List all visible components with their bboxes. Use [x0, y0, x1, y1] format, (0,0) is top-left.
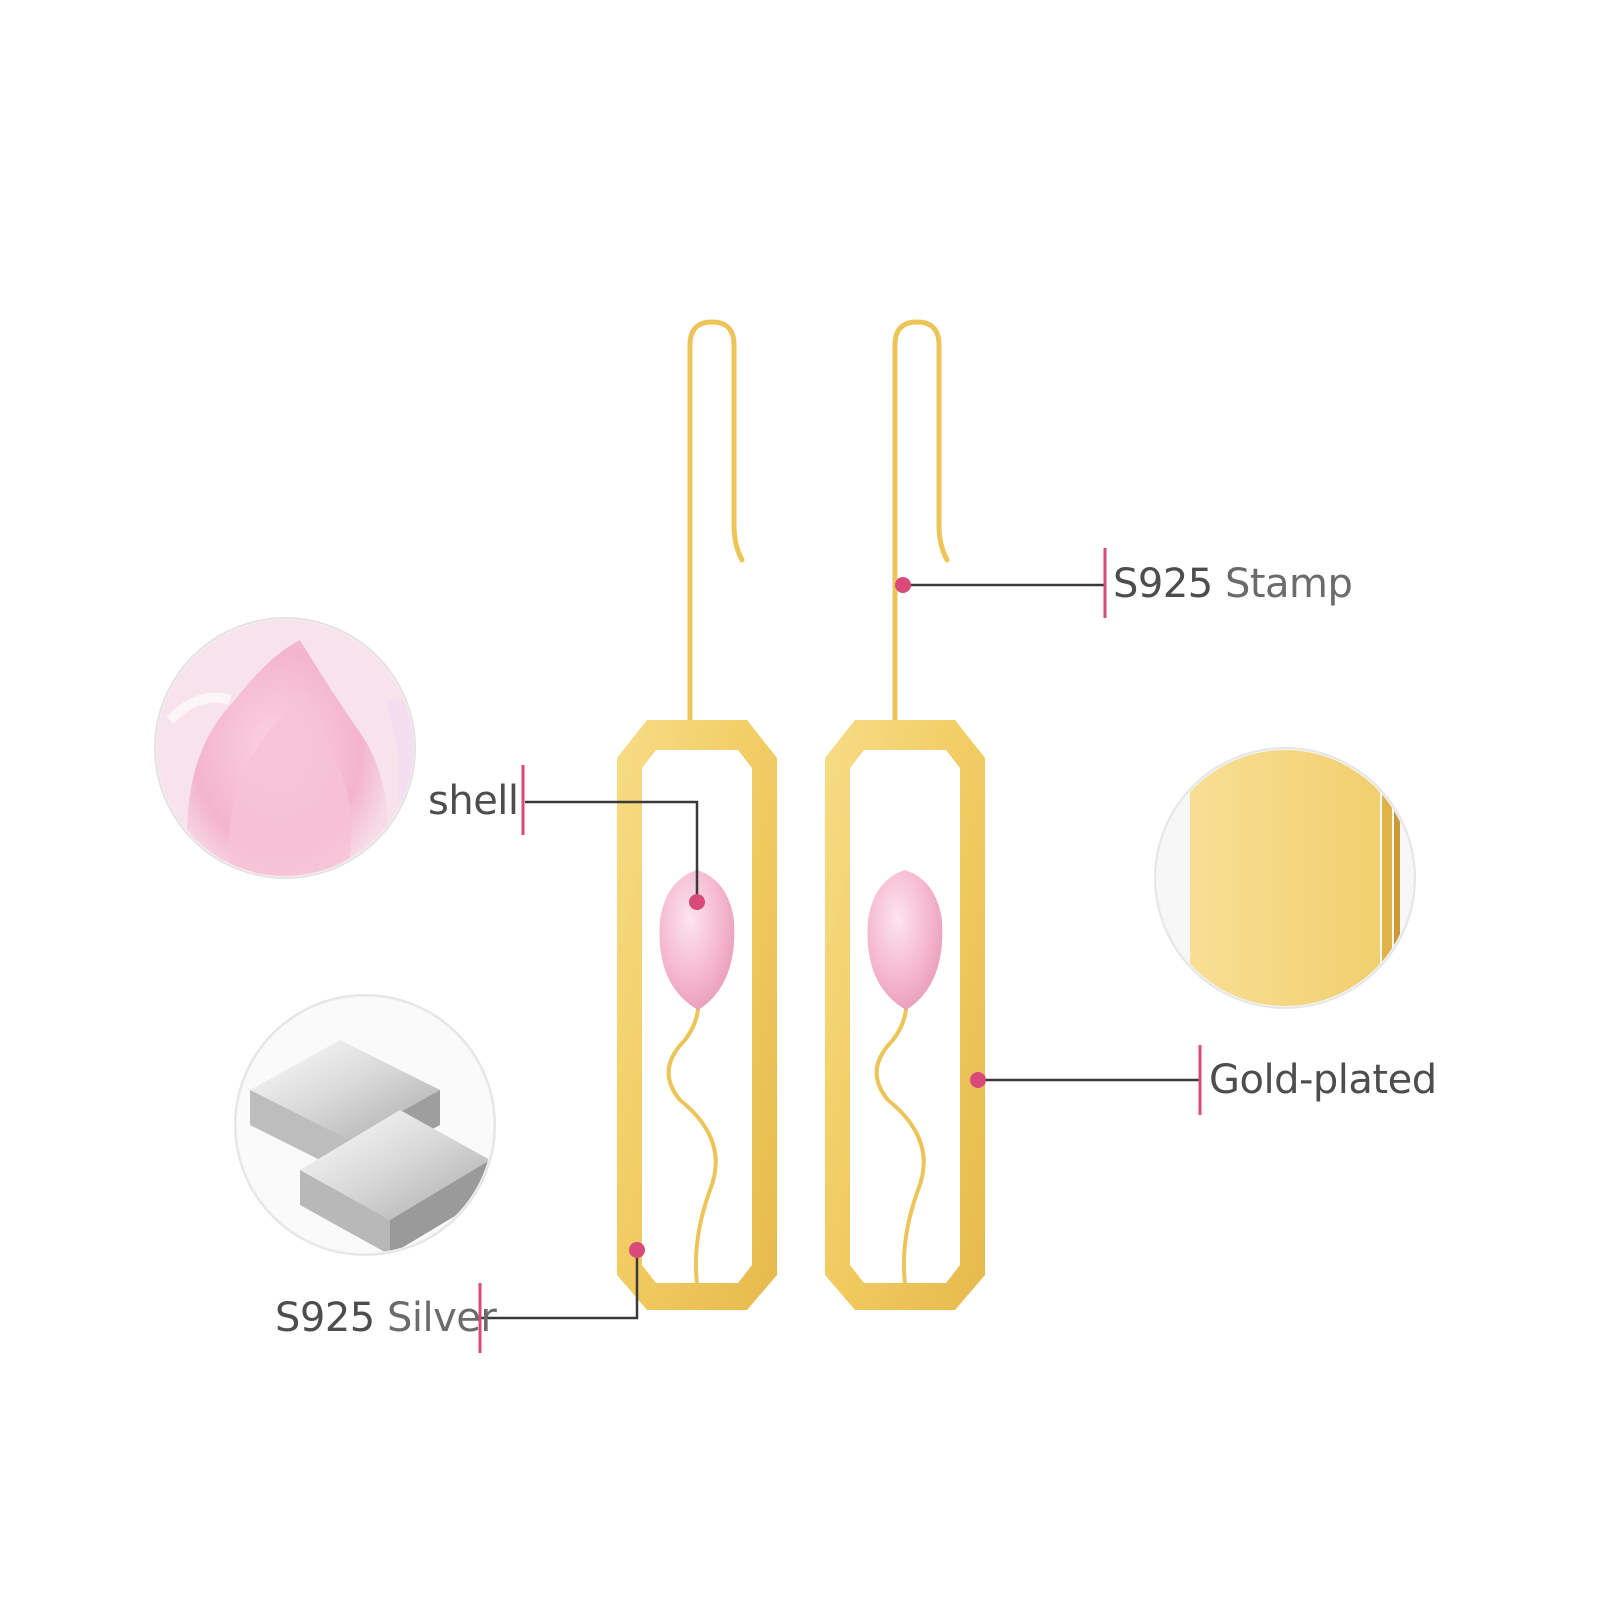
right-stem [874, 999, 926, 1284]
gold-plated-label: Gold-plated [1209, 1060, 1437, 1100]
silver-detail-circle [234, 994, 496, 1256]
stamp-label-text: Stamp [1224, 561, 1353, 607]
shell-detail-circle [154, 617, 416, 879]
silver-callout [478, 1242, 645, 1353]
right-shell-bud [867, 870, 943, 1010]
silver-label-text: Silver [386, 1295, 497, 1341]
shell-label: shell [428, 781, 519, 821]
stamp-label-code: S925 [1113, 561, 1213, 607]
right-frame [825, 720, 985, 1310]
right-earring [825, 319, 985, 1310]
gold-detail-circle [1154, 747, 1416, 1009]
gold-plated-callout [970, 1045, 1202, 1115]
left-stem [666, 999, 718, 1284]
shell-label-text: shell [428, 778, 519, 824]
stamp-callout [895, 548, 1107, 618]
left-ear-hook [687, 319, 745, 723]
silver-label-code: S925 [275, 1295, 375, 1341]
right-ear-hook [892, 319, 950, 723]
shell-callout [521, 765, 705, 910]
gold-plated-label-text: Gold-plated [1209, 1057, 1437, 1103]
stamp-label: S925 Stamp [1113, 561, 1353, 607]
left-shell-bud [659, 870, 735, 1010]
silver-label: S925 Silver [275, 1295, 497, 1341]
